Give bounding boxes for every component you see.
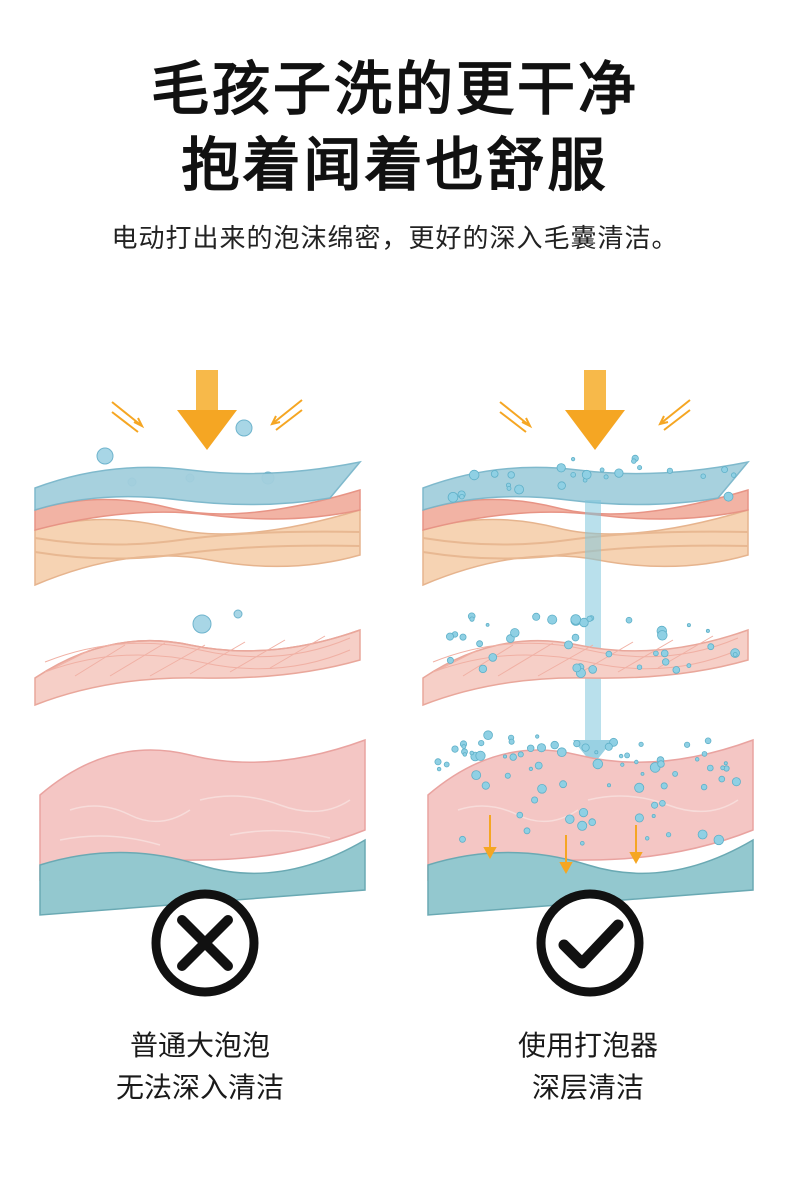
skin-block-top xyxy=(34,460,362,587)
comparison-right-illustration xyxy=(418,360,758,1010)
check-icon xyxy=(536,889,644,997)
skin-block-middle xyxy=(34,628,361,707)
left-caption: 普通大泡泡 无法深入清洁 xyxy=(40,1025,360,1109)
downward-arrows xyxy=(483,815,643,875)
inward-arrows-icon xyxy=(111,399,303,433)
left-caption-line-2: 无法深入清洁 xyxy=(115,1071,284,1104)
right-caption-line-2: 深层清洁 xyxy=(531,1071,644,1104)
comparison-left-illustration xyxy=(30,360,370,1010)
skin-block-bottom xyxy=(427,738,754,916)
headline-line-2: 抱着闻着也舒服 xyxy=(181,131,609,199)
left-caption-line-1: 普通大泡泡 xyxy=(129,1029,270,1062)
skin-block-middle xyxy=(422,628,749,707)
right-caption: 使用打泡器 深层清洁 xyxy=(428,1025,748,1109)
right-caption-line-1: 使用打泡器 xyxy=(517,1029,658,1062)
down-arrow-icon xyxy=(177,370,237,450)
inward-arrows-icon xyxy=(499,399,691,433)
cross-icon xyxy=(151,889,259,997)
fine-bubbles xyxy=(434,454,741,846)
skin-block-bottom xyxy=(39,738,366,916)
subtitle: 电动打出来的泡沫绵密，更好的深入毛囊清洁。 xyxy=(111,224,679,254)
headline-line-1: 毛孩子洗的更干净 xyxy=(150,55,639,123)
down-arrow-icon xyxy=(565,370,625,450)
